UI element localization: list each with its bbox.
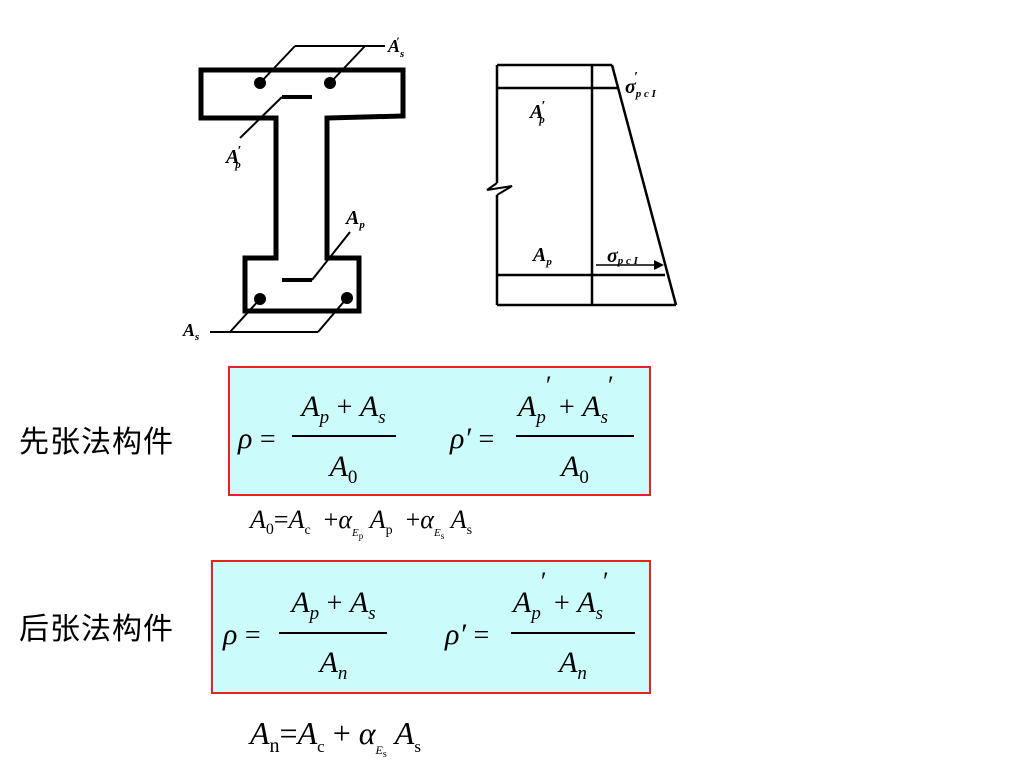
pretension-rho-denominator: A0 xyxy=(329,450,358,489)
posttension-area-formula: An=Ac + αEs As xyxy=(250,715,421,760)
leader-line-top-front xyxy=(329,45,366,84)
leader-ap-prime xyxy=(239,96,283,139)
pretension-label: 先张法构件 xyxy=(19,425,174,460)
stress-profile-line xyxy=(610,64,678,306)
label-sigma-bottom: σp c I xyxy=(607,245,639,267)
section-diagram: As′ A′p Ap As A′p Ap σp c I′ σp c I xyxy=(182,34,678,343)
posttension-rho-eq: ρ = xyxy=(223,618,261,651)
leader-ap xyxy=(311,231,351,281)
posttension-label: 后张法构件 xyxy=(19,612,174,647)
leader-bottom-left xyxy=(229,298,261,333)
label-ap-prime-right: A′p xyxy=(528,99,545,126)
pretension-area-formula: A0=Ac +αEp Ap +αEs As xyxy=(250,505,473,541)
stress-arrowhead xyxy=(654,260,664,270)
pretension-rho-prime-numerator: Ap′ + As′ xyxy=(518,371,614,428)
break-mark xyxy=(486,182,513,196)
pretension-rho-prime-fraction-bar xyxy=(516,435,634,437)
leader-bottom-right xyxy=(317,297,348,333)
label-sigma-top: σp c I′ xyxy=(625,70,657,100)
pretension-rho-prime-denominator: A0 xyxy=(561,450,589,489)
label-as-left: As xyxy=(182,320,199,343)
posttension-formula-box: ρ = Ap + As An ρ′ = Ap′ + As′ An xyxy=(211,560,651,694)
pretension-rho-eq: ρ = xyxy=(238,422,276,455)
posttension-rho-prime-numerator: Ap′ + As′ xyxy=(513,567,609,624)
pretension-rho-numerator: Ap + As xyxy=(301,390,386,429)
rebar-top-left xyxy=(254,77,266,89)
posttension-rho-denominator: An xyxy=(319,646,348,685)
posttension-rho-prime-fraction-bar xyxy=(511,632,635,634)
label-ap-prime-left: A′p xyxy=(224,144,241,171)
label-as-prime: As′ xyxy=(387,34,404,60)
i-beam-outline xyxy=(198,67,406,314)
pretension-formula-box: ρ = Ap + As A0 ρ′ = Ap′ + As′ A0 xyxy=(228,366,651,496)
rebar-top-right xyxy=(324,77,336,89)
pretension-rho-fraction-bar xyxy=(292,435,396,437)
leader-line-top-back xyxy=(259,45,296,84)
posttension-rho-prime-eq: ρ′ = xyxy=(445,618,490,651)
posttension-rho-fraction-bar xyxy=(279,632,387,634)
label-ap-left: Ap xyxy=(344,207,365,231)
pretension-rho-prime-eq: ρ′ = xyxy=(450,422,495,455)
posttension-rho-numerator: Ap + As xyxy=(291,586,376,625)
label-ap-right: Ap xyxy=(531,244,552,268)
posttension-rho-prime-denominator: An xyxy=(559,646,587,685)
